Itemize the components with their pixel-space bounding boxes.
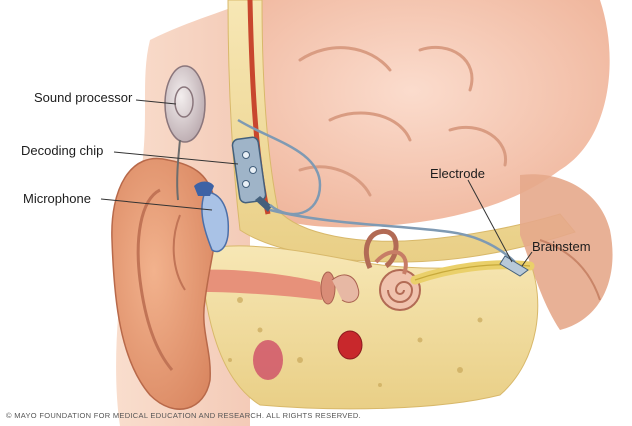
cochlea [379, 269, 421, 311]
copyright-notice: © MAYO FOUNDATION FOR MEDICAL EDUCATION … [6, 411, 361, 420]
temporal-bone [199, 245, 539, 410]
label-microphone: Microphone [23, 191, 91, 206]
label-sound-processor: Sound processor [34, 90, 133, 105]
eardrum [320, 271, 336, 305]
electrode-lead [269, 208, 516, 263]
ear-canal [200, 269, 322, 300]
decoding-chip-device [231, 136, 272, 212]
label-decoding-chip: Decoding chip [21, 143, 104, 158]
sound-processor-device [164, 65, 206, 201]
electrode-tip [499, 255, 529, 277]
leader-lines [100, 99, 533, 267]
label-electrode: Electrode [430, 166, 485, 181]
microphone-device [201, 191, 230, 253]
label-brainstem: Brainstem [532, 239, 591, 254]
